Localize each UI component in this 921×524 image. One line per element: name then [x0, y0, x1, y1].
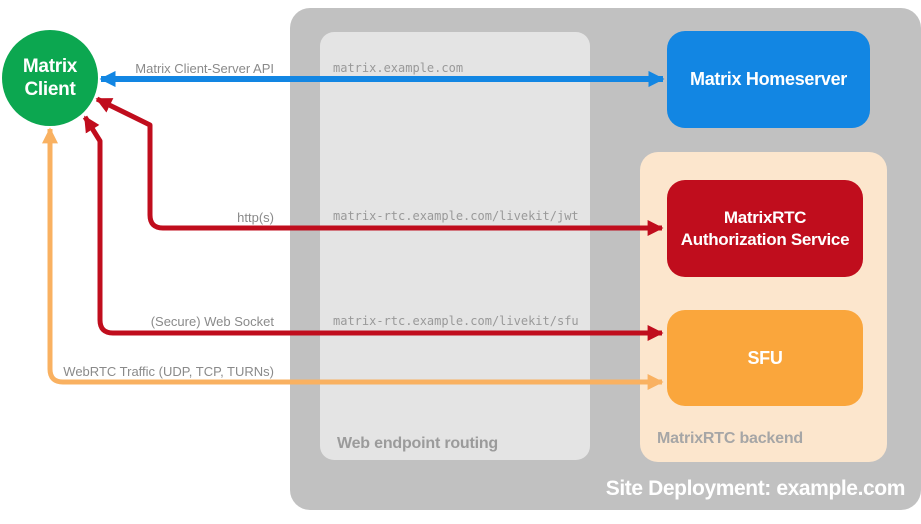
web-endpoint-routing-box — [320, 32, 590, 460]
arrow-label-client-server-api: Matrix Client-Server API — [135, 61, 274, 76]
matrix-homeserver-node: Matrix Homeserver — [667, 31, 870, 128]
endpoint-url-livekit-jwt: matrix-rtc.example.com/livekit/jwt — [333, 209, 579, 223]
matrixrtc-backend-caption: MatrixRTC backend — [657, 430, 803, 447]
arrow-label-https: http(s) — [237, 210, 274, 225]
endpoint-url-livekit-sfu: matrix-rtc.example.com/livekit/sfu — [333, 314, 579, 328]
site-deployment-caption: Site Deployment: example.com — [605, 477, 906, 500]
web-endpoint-routing-caption: Web endpoint routing — [337, 435, 499, 452]
arrow-label-websocket: (Secure) Web Socket — [150, 314, 274, 329]
sfu-node: SFU — [667, 310, 863, 406]
matrix-client-label: Matrix Client — [22, 55, 78, 100]
arrow-label-webrtc-traffic: WebRTC Traffic (UDP, TCP, TURNs) — [63, 364, 274, 379]
matrix-homeserver-label: Matrix Homeserver — [690, 69, 847, 89]
sfu-label: SFU — [747, 347, 783, 368]
matrixrtc-auth-service-label: MatrixRTC Authorization Service — [680, 208, 850, 249]
matrixrtc-auth-service-node: MatrixRTC Authorization Service — [667, 180, 863, 277]
matrix-client-node: Matrix Client — [2, 30, 98, 126]
endpoint-url-homeserver: matrix.example.com — [333, 61, 464, 75]
